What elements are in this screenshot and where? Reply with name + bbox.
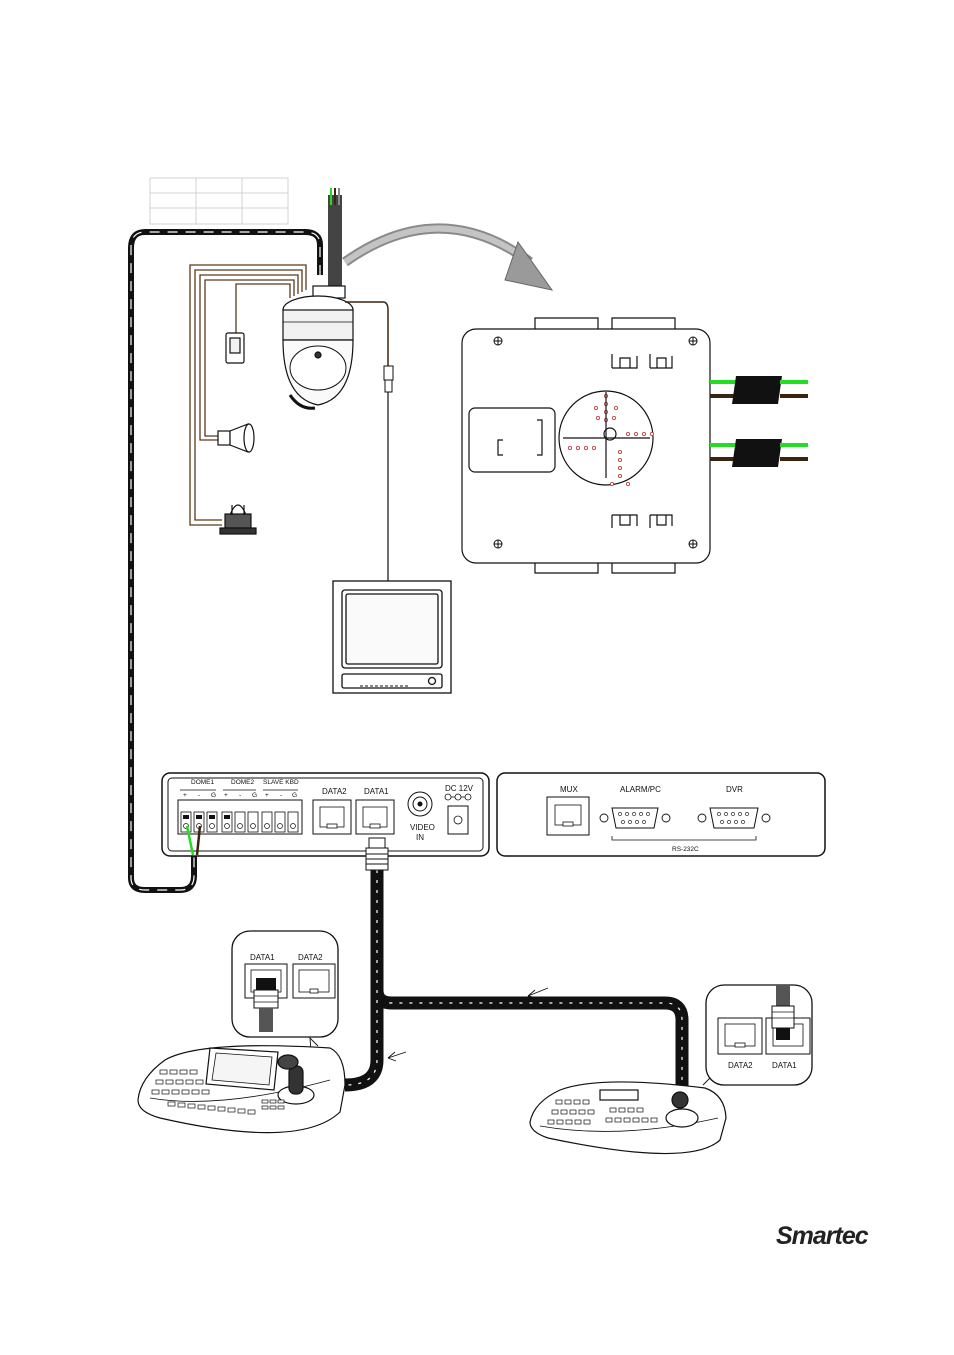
logo-text: Smartec — [776, 1222, 869, 1250]
data1-port-label: DATA1 — [364, 787, 389, 796]
terminal-mark-7: + — [265, 792, 269, 799]
terminal-mark-9: G — [292, 792, 297, 799]
data2-port-label: DATA2 — [322, 787, 347, 796]
camera-cable-bundle — [328, 188, 342, 290]
slave-kbd-label: SLAVE KBD — [263, 779, 299, 786]
keyboard-right-inset: DATA2 DATA1 — [706, 985, 812, 1085]
terminal-mark-1: + — [183, 792, 187, 799]
video-in-label: IN — [416, 833, 424, 842]
wire-splice-bottom — [710, 439, 808, 467]
terminal-mark-2: - — [198, 792, 200, 799]
terminal-mark-8: - — [280, 792, 282, 799]
alarm-light-icon — [220, 505, 256, 534]
left-inset-port2-label: DATA2 — [298, 953, 323, 962]
control-keyboard-icon — [138, 1046, 345, 1133]
wire-splice-top — [710, 376, 808, 404]
dome2-label: DOME2 — [231, 779, 255, 786]
speed-dome-camera-icon — [283, 286, 353, 408]
controller-rear-panel — [497, 773, 825, 856]
terminal-mark-5: - — [239, 792, 241, 799]
siren-icon — [218, 424, 254, 452]
detail-arrow — [345, 229, 552, 291]
dome1-label: DOME1 — [191, 779, 215, 786]
sensor-icon — [226, 333, 244, 363]
rj45-plug-icon — [366, 838, 388, 870]
left-inset-port1-label: DATA1 — [250, 953, 275, 962]
video-label: VIDEO — [410, 823, 435, 832]
data-cable — [345, 870, 682, 1090]
alarm-pc-label: ALARM/PC — [620, 785, 661, 794]
dc12v-label: DC 12V — [445, 784, 474, 793]
mux-label: MUX — [560, 785, 578, 794]
terminal-mark-3: G — [211, 792, 216, 799]
monitor-icon — [333, 581, 451, 693]
right-inset-port1-label: DATA2 — [728, 1061, 753, 1070]
empty-table — [150, 178, 288, 224]
terminal-mark-6: G — [252, 792, 257, 799]
rs232c-label: RS-232C — [672, 846, 699, 853]
smartec-logo-icon: Smartec — [776, 1222, 869, 1250]
right-inset-port2-label: DATA1 — [772, 1061, 797, 1070]
mounting-plate-icon — [462, 318, 710, 573]
compact-keyboard-icon — [530, 1082, 726, 1154]
keyboard-left-inset: DATA1 DATA2 — [232, 931, 338, 1037]
dvr-label: DVR — [726, 785, 743, 794]
terminal-mark-4: + — [224, 792, 228, 799]
